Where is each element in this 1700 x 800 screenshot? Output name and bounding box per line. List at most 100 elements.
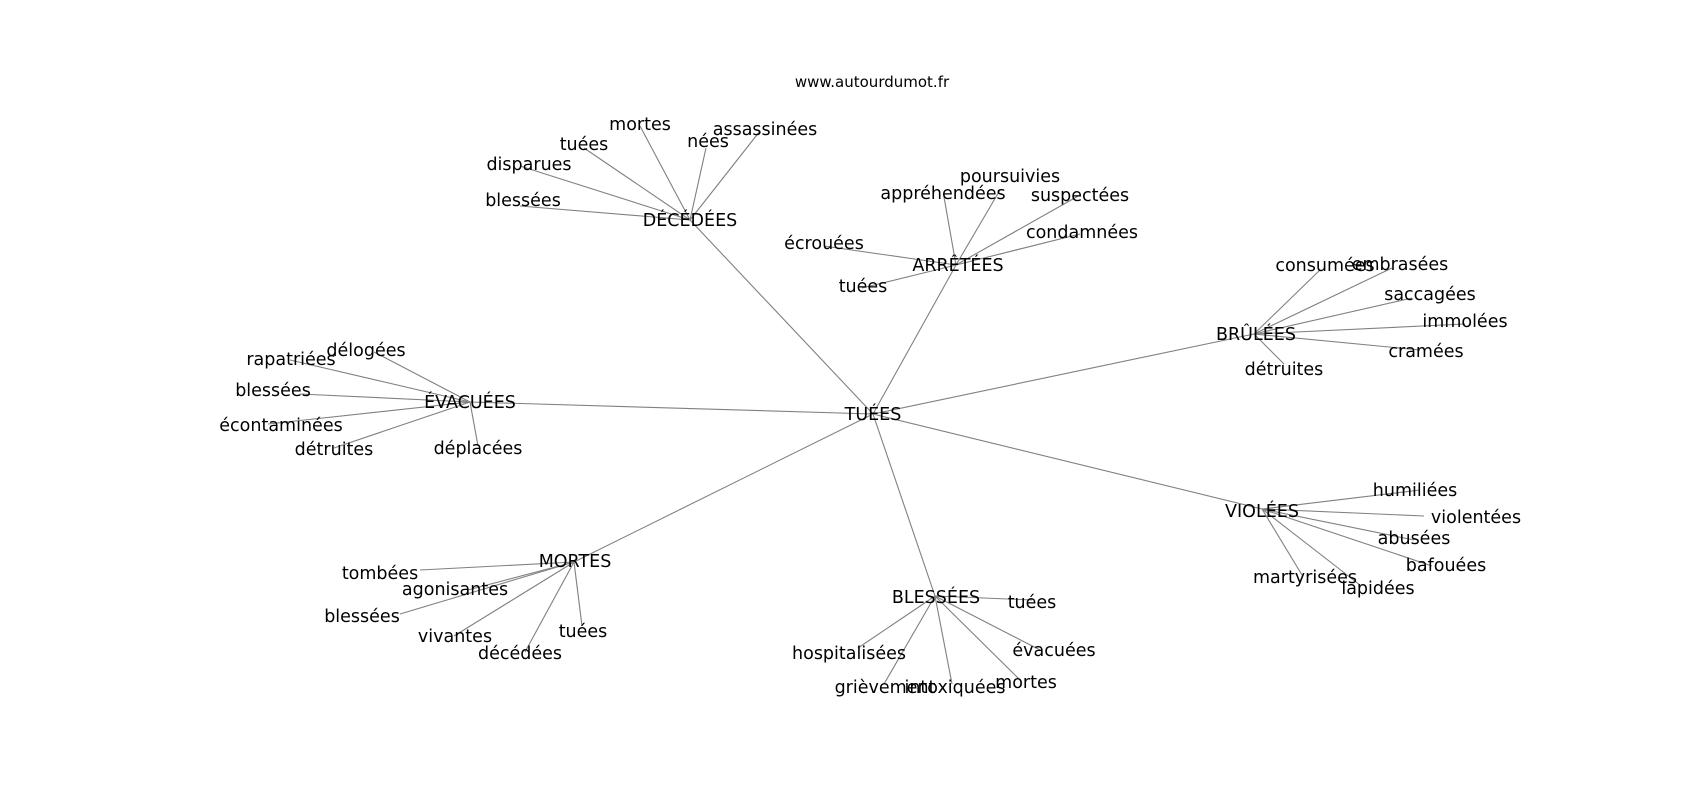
leaf-node-label: tombées <box>342 564 418 584</box>
center-to-hub-edge <box>573 413 874 563</box>
hub-to-leaf-edge <box>467 561 575 591</box>
hub-to-leaf-edge <box>934 595 953 685</box>
hub-to-leaf-edge <box>333 401 471 449</box>
leaf-node-label: martyrisées <box>1253 568 1357 588</box>
hub-to-leaf-edge <box>299 393 471 403</box>
hub-to-leaf-edge <box>1261 508 1303 576</box>
leaf-node-label: vivantes <box>418 627 492 647</box>
hub-node-label: BLESSÉES <box>892 586 980 608</box>
leaf-node-label: écrouées <box>784 234 864 254</box>
leaf-node-label: détruites <box>295 440 374 460</box>
leaf-node-label: consumées <box>1275 256 1374 276</box>
leaf-node-label: cramées <box>1388 342 1463 362</box>
leaf-node-label: hospitalisées <box>792 644 906 664</box>
leaf-node-label: immolées <box>1422 312 1507 332</box>
hub-to-leaf-edge <box>1253 269 1321 335</box>
hub-to-leaf-edge <box>689 147 707 221</box>
hub-to-leaf-edge <box>519 205 691 221</box>
hub-to-leaf-edge <box>934 595 1041 651</box>
leaf-node-label: décédées <box>478 644 562 664</box>
leaf-node-label: nées <box>687 132 729 152</box>
leaf-node-label: grièvement <box>835 678 936 698</box>
hub-to-leaf-edge <box>267 401 471 425</box>
leaf-node-label: mortes <box>995 673 1057 693</box>
leaf-node-label: condamnées <box>1026 223 1138 243</box>
graph-labels: www.autourdumot.fr TUÉES mortes assassiné… <box>219 73 1521 698</box>
leaf-node-label: détruites <box>1245 360 1324 380</box>
leaf-node-label: agonisantes <box>402 580 508 600</box>
hub-to-leaf-edge <box>955 189 1001 266</box>
hub-to-leaf-edge <box>1253 333 1421 351</box>
hub-to-leaf-edge <box>1253 333 1285 365</box>
leaf-node-label: disparues <box>486 155 571 175</box>
leaf-node-label: rapatriées <box>246 350 335 370</box>
hub-to-leaf-edge <box>1261 508 1433 567</box>
hub-to-leaf-edge <box>519 165 691 221</box>
hub-to-leaf-edge <box>573 561 583 627</box>
hub-to-leaf-edge <box>1253 267 1393 335</box>
leaf-node-label: humiliées <box>1373 481 1457 501</box>
center-node-label: TUÉES <box>844 403 902 425</box>
hub-to-leaf-edge <box>1261 508 1361 586</box>
leaf-node-label: saccagées <box>1384 285 1476 305</box>
hub-to-leaf-edge <box>583 147 691 221</box>
graph-edges <box>267 125 1466 685</box>
hub-to-leaf-edge <box>524 561 575 653</box>
hub-to-leaf-edge <box>934 595 1021 681</box>
hub-to-leaf-edge <box>689 130 761 221</box>
leaf-node-label: écontaminées <box>219 416 342 436</box>
leaf-node-label: embrasées <box>1352 255 1449 275</box>
hub-node-label: ÉVACUÉES <box>424 391 516 413</box>
hub-to-leaf-edge <box>1253 323 1466 335</box>
hub-to-leaf-edge <box>373 351 471 403</box>
leaf-node-label: poursuivies <box>960 167 1060 187</box>
hub-node-label: DÉCÉDÉES <box>643 209 738 231</box>
hub-to-leaf-edge <box>639 125 691 221</box>
hub-to-leaf-edge <box>1253 297 1413 335</box>
leaf-node-label: tuées <box>559 622 608 642</box>
hub-to-leaf-edge <box>1261 489 1421 510</box>
hub-node-label: VIOLÉES <box>1225 500 1299 522</box>
leaf-node-label: blessées <box>485 191 561 211</box>
leaf-node-label: tuées <box>560 135 609 155</box>
hub-to-leaf-edge <box>934 595 1033 601</box>
hub-to-leaf-edge <box>453 561 575 637</box>
leaf-node-label: bafouées <box>1406 556 1486 576</box>
hub-to-leaf-edge <box>289 359 471 403</box>
leaf-node-label: blessées <box>235 381 311 401</box>
hub-to-leaf-edge <box>861 264 957 289</box>
center-to-hub-edge <box>469 401 874 415</box>
hub-to-leaf-edge <box>943 196 957 266</box>
leaf-node-label: mortes <box>609 115 671 135</box>
hub-to-leaf-edge <box>1261 508 1415 541</box>
hub-node-label: BRÛLÉES <box>1216 323 1296 345</box>
hub-to-leaf-edge <box>955 233 1081 266</box>
hub-to-leaf-edge <box>857 595 936 649</box>
leaf-node-label: violentées <box>1431 508 1521 528</box>
leaf-node-label: délogées <box>326 341 405 361</box>
hub-to-leaf-edge <box>823 245 957 266</box>
leaf-node-label: abusées <box>1378 529 1451 549</box>
hub-to-leaf-edge <box>469 401 479 447</box>
leaf-node-label: tuées <box>1008 593 1057 613</box>
hub-to-leaf-edge <box>1261 508 1425 517</box>
leaf-node-label: appréhendées <box>880 184 1005 204</box>
center-to-hub-edge <box>872 333 1255 415</box>
leaf-node-label: intoxiquées <box>904 678 1005 698</box>
hub-node-label: ARRÊTÉES <box>912 254 1003 276</box>
leaf-node-label: déplacées <box>434 439 523 459</box>
hub-to-leaf-edge <box>399 561 575 615</box>
hub-to-leaf-edge <box>883 595 936 685</box>
center-to-hub-edge <box>689 219 874 415</box>
hub-to-leaf-edge <box>955 194 1081 266</box>
leaf-node-label: lapidées <box>1341 579 1414 599</box>
center-to-hub-edge <box>872 264 957 415</box>
leaf-node-label: suspectées <box>1031 186 1129 206</box>
hub-to-leaf-edge <box>419 561 575 571</box>
leaf-node-label: assassinées <box>713 120 818 140</box>
leaf-node-label: blessées <box>324 607 400 627</box>
hub-node-label: MORTES <box>539 552 612 572</box>
leaf-node-label: tuées <box>839 277 888 297</box>
source-label: www.autourdumot.fr <box>795 73 950 91</box>
